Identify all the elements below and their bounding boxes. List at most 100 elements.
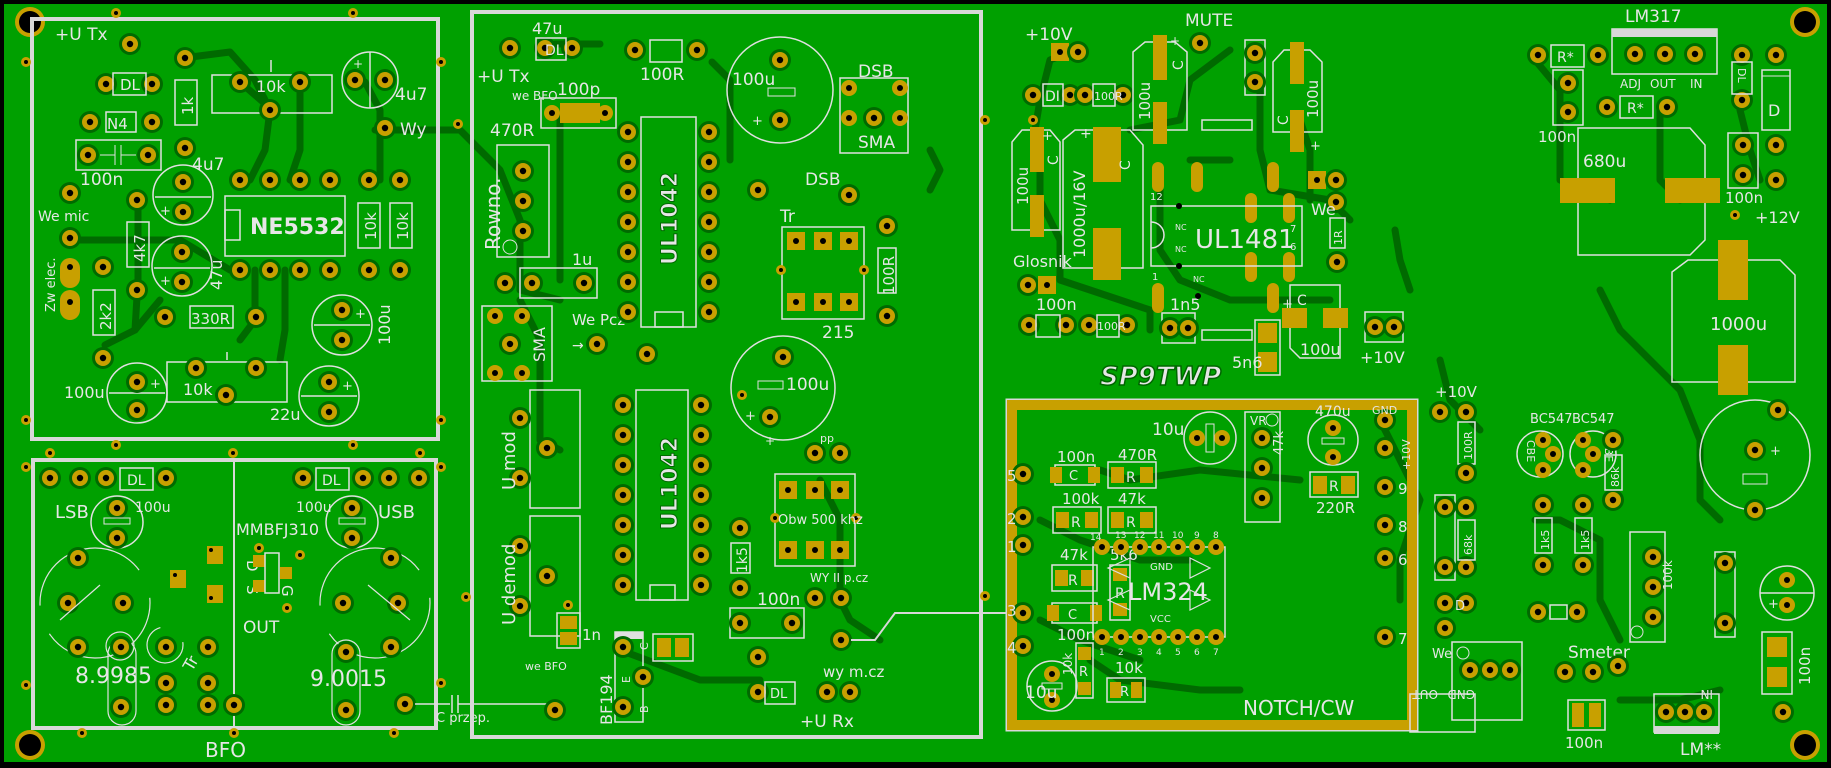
label-100r-mod: 100R <box>640 65 684 85</box>
label-470r-mod: 470R <box>490 121 534 141</box>
label-47k-notch-a: 47k <box>1118 490 1146 508</box>
label-470u: 470u <box>1315 404 1351 420</box>
regulator-module: LM317 ADJ OUT IN R* 100n R* 680u DL D 10… <box>1527 7 1800 395</box>
label-100u-mod-b: 100u <box>786 375 829 395</box>
label-100n-notch-b: 100n <box>1057 626 1095 644</box>
label-pin-6: 6 <box>1398 551 1408 569</box>
label-wy: Wy <box>400 120 427 140</box>
label-r-47kb-glyph: R <box>1068 573 1078 589</box>
label-10k-a: 10k <box>362 212 380 240</box>
label-cbe-a: CBE <box>1524 440 1537 462</box>
label-we-mic: We mic <box>38 209 89 225</box>
label-pin-7: 7 <box>1290 224 1296 235</box>
label-nc-3: NC <box>1193 275 1205 284</box>
label-audio-10v-b: +10V <box>1360 348 1405 367</box>
label-n4: N4 <box>107 115 128 133</box>
label-we-bfo-bottom: we BFO <box>525 660 567 673</box>
label-r-10ka-glyph: R <box>1079 665 1088 680</box>
label-glosnik: Glosnik <box>1013 252 1073 271</box>
board-substrate <box>4 4 1827 762</box>
lm324-pin-4: 4 <box>1156 648 1162 658</box>
label-215: 215 <box>822 323 854 343</box>
svg-text:+: + <box>1080 126 1092 142</box>
label-smeter-10v: +10V <box>1435 383 1478 401</box>
label-100n-notch-a: 100n <box>1057 448 1095 466</box>
label-notch-10v: +10V <box>1400 439 1413 470</box>
label-100n-reg-b: 100n <box>1725 189 1763 207</box>
ic-ne5532-label: NE5532 <box>250 215 345 240</box>
label-100u-audio-c: 100u <box>1304 80 1322 118</box>
svg-text:+: + <box>353 57 363 71</box>
label-100u-audio-a: 100u <box>1014 167 1032 205</box>
label-notch-cw: NOTCH/CW <box>1243 696 1354 720</box>
label-470r-notch: 470R <box>1118 446 1157 464</box>
label-1u: 1u <box>572 250 592 269</box>
smeter-module: +10V 100R BC547 BC547 CBE CBE 86k 68k 1k… <box>1409 383 1815 760</box>
mic-amp-module: +U Tx DL N4 100n 1k 10k + 4u7 Wy + 4u7 W… <box>30 17 440 441</box>
label-47k-notch-b: 47k <box>1060 546 1088 564</box>
svg-text:+: + <box>1770 444 1781 459</box>
label-fet-s: S <box>243 585 261 595</box>
label-86k: 86k <box>1609 466 1622 487</box>
label-fet-d: D <box>243 560 261 572</box>
label-100u-b: 100u <box>64 383 105 402</box>
label-pin-8: 8 <box>1398 518 1408 536</box>
svg-text:+: + <box>160 274 171 289</box>
label-100n-smeter-a: 100n <box>1565 734 1603 752</box>
label-pin-5: 5 <box>1007 467 1017 485</box>
label-dsb-top: DSB <box>858 62 894 82</box>
label-100r-mod-b: 100R <box>880 256 898 295</box>
label-lm317-out: OUT <box>1650 77 1676 91</box>
label-d-smeter: D <box>1455 599 1465 614</box>
audio-amp-module: +10V MUTE DI 100R 100u C + 100u C + 1000… <box>1011 11 1405 376</box>
svg-text:+: + <box>1282 297 1293 312</box>
label-bf194-b: B <box>638 705 651 713</box>
label-r-47k-glyph: R <box>1126 515 1136 531</box>
label-100n-reg-a: 100n <box>1538 128 1576 146</box>
label-pin-3: 3 <box>1007 602 1017 620</box>
modulator-module: DL 47u 100R +U Tx we BFO 100p 470R Rowno… <box>470 10 1010 739</box>
label-bc547-b: BC547 <box>1572 412 1615 427</box>
label-10u-a: 10u <box>1152 420 1184 440</box>
svg-text:+: + <box>355 307 366 322</box>
notch-cw-module: 5 2 1 3 4 9 8 6 7 GND +10V 10u VR 47k 47… <box>1005 398 1419 732</box>
lm324-pin-2: 2 <box>1118 648 1124 658</box>
label-1r: 1R <box>1332 230 1345 245</box>
label-wy-pcz: WY II p.cz <box>810 571 868 585</box>
svg-text:→: → <box>572 338 584 354</box>
label-lm-stars: LM** <box>1680 740 1721 760</box>
label-100u-usb: 100u <box>296 500 332 516</box>
lm324-pin-1: 1 <box>1099 648 1105 658</box>
label-pot-10k-b: 10k <box>183 380 213 399</box>
lm324-pin-11: 11 <box>1153 531 1164 541</box>
label-pin-9: 9 <box>1398 480 1408 498</box>
lm324-pin-6: 6 <box>1194 648 1200 658</box>
label-bfo-title: BFO <box>205 738 246 762</box>
label-100k-pot: 100k <box>1661 560 1675 590</box>
label-we-audio: We <box>1311 200 1336 219</box>
label-100r-audio-b: 100R <box>1097 320 1126 333</box>
label-100r-audio-a: 100R <box>1094 90 1123 103</box>
label-we-smeter: We <box>1432 647 1452 662</box>
label-c-audio-d: C <box>1276 115 1292 125</box>
label-c-przep: C przep. <box>436 711 490 726</box>
label-pp: pp <box>820 432 834 445</box>
label-10k-b: 10k <box>394 212 412 240</box>
label-bf194: BF194 <box>597 674 616 725</box>
label-c-notch-b: C <box>1068 608 1077 623</box>
mic-amp-outline <box>30 17 440 441</box>
label-1k5-smeter-a: 1k5 <box>1539 530 1552 550</box>
label-100n-audio: 100n <box>1036 295 1077 314</box>
svg-text:+: + <box>1042 129 1053 144</box>
label-4k7: 4k7 <box>131 234 149 262</box>
ic-ul1042-a: UL1042 <box>658 172 683 265</box>
label-dl-1: DL <box>120 76 141 94</box>
label-100n-smeter-b: 100n <box>1796 647 1814 685</box>
lm324-pin-9: 9 <box>1194 531 1200 541</box>
label-out: OUT <box>243 618 280 638</box>
svg-text:+: + <box>342 379 353 394</box>
label-100p: 100p <box>557 80 600 100</box>
label-100n-mod: 100n <box>757 590 800 610</box>
label-c-audio-e: C <box>1297 293 1307 309</box>
label-100k-notch: 100k <box>1062 490 1100 508</box>
